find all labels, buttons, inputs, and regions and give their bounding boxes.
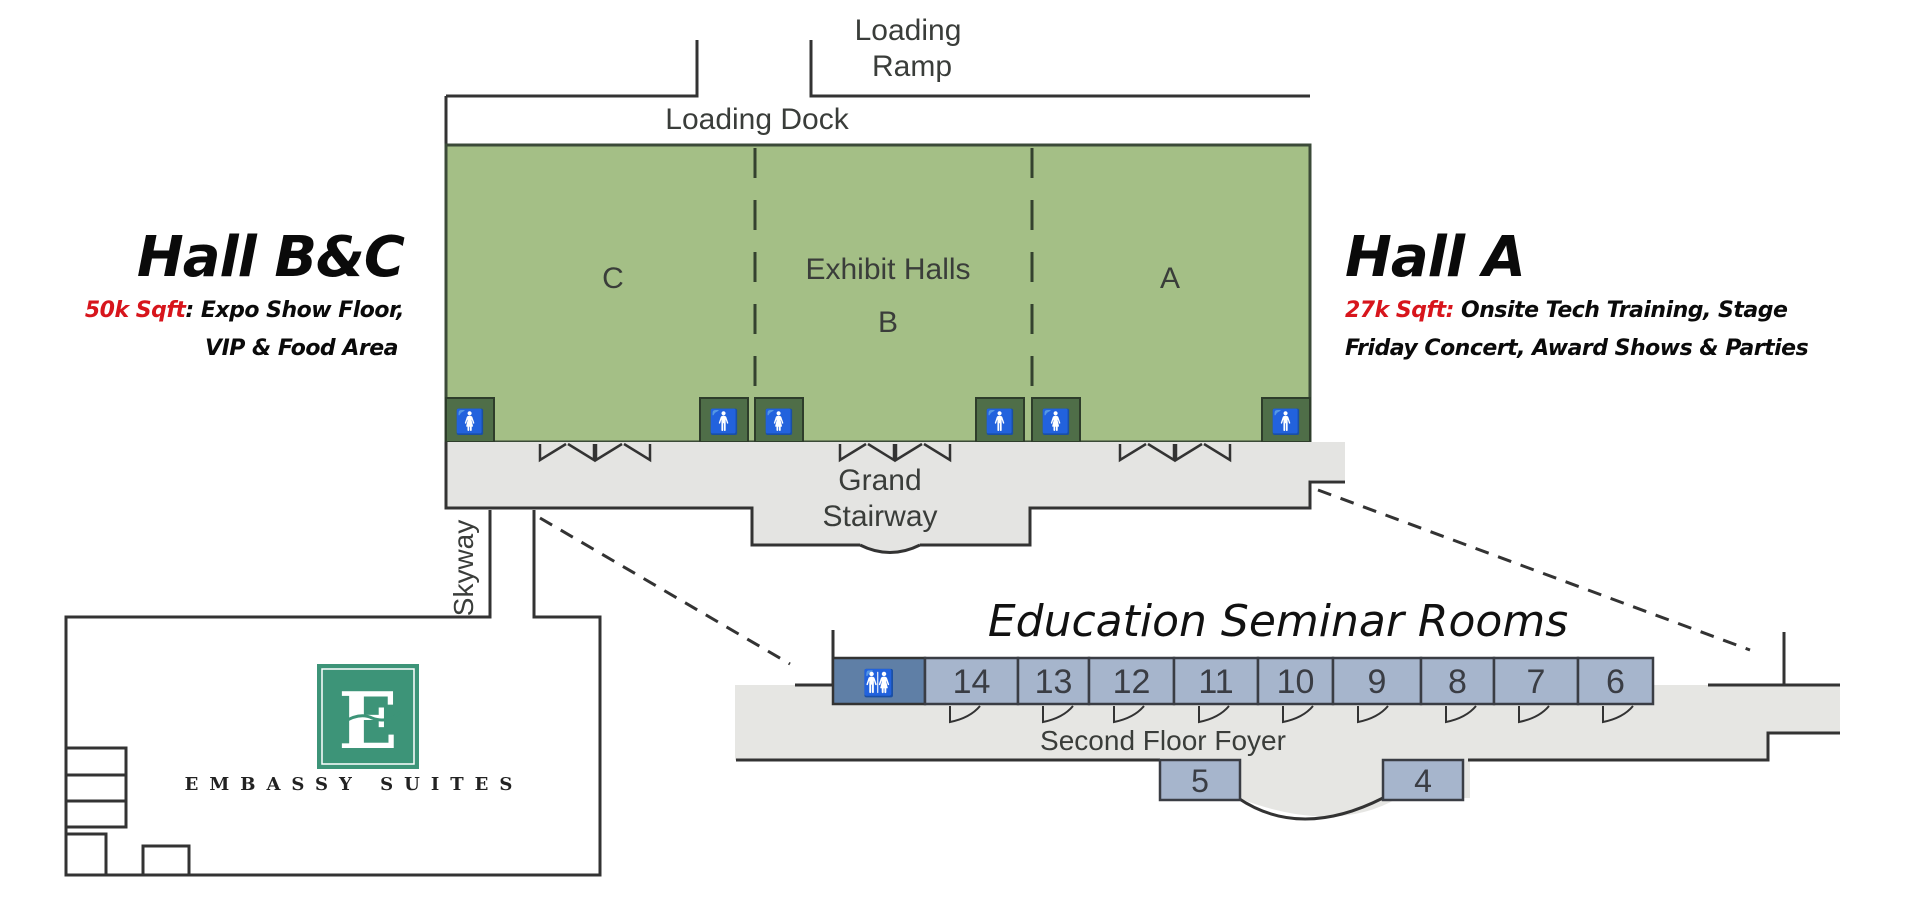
door-icon (1198, 705, 1230, 724)
corridor-walls (444, 442, 1345, 554)
door-icon (1203, 442, 1232, 463)
door-icon (867, 442, 896, 463)
door-icon (1174, 442, 1203, 463)
seminar-room-number: 9 (1368, 663, 1387, 701)
seminar-room-6[interactable]: 6 (1576, 656, 1655, 724)
loading-ramp-walls (444, 40, 1310, 145)
seminar-room-13[interactable]: 13 (1016, 656, 1091, 724)
hall-doors (538, 442, 1232, 463)
restroom-men[interactable]: 🚹 (975, 397, 1025, 443)
seminar-room-7[interactable]: 7 (1492, 656, 1580, 724)
seminar-restroom[interactable]: 🚻 (831, 656, 927, 706)
restroom-icon: 🚻 (863, 668, 895, 698)
restroom-men[interactable]: 🚹 (699, 397, 749, 443)
door-icon (1445, 705, 1477, 724)
door-icon (894, 442, 923, 463)
hall-c-label: C (602, 262, 624, 295)
seminar-room-number: 7 (1527, 663, 1546, 701)
hall-bc-size: 50k Sqft (84, 298, 186, 323)
hall-b-label: B (878, 306, 898, 339)
women-icon: 🚺 (764, 408, 794, 436)
foyer-room-4[interactable]: 4 (1381, 758, 1465, 802)
seminar-room-number: 12 (1113, 663, 1151, 701)
leaf-swoosh-icon (343, 710, 402, 724)
restroom-women[interactable]: 🚺 (1031, 397, 1081, 443)
hall-restrooms: 🚺 🚹 🚺 🚹 🚺 🚹 (445, 397, 1311, 443)
door-icon (923, 442, 952, 463)
seminar-rooms: 14 13 12 11 10 9 8 7 6 (923, 656, 1655, 724)
foyer-room-number: 4 (1414, 763, 1432, 799)
door-icon (1602, 705, 1634, 724)
door-icon (594, 442, 623, 463)
education-seminar-title: Education Seminar Rooms (988, 596, 1568, 647)
loading-dock-label: Loading Dock (665, 103, 849, 136)
exhibit-halls-label: Exhibit Halls (805, 253, 970, 286)
seminar-room-number: 6 (1606, 663, 1625, 701)
grand-stairway-label: Grand (838, 464, 921, 497)
seminar-room-8[interactable]: 8 (1419, 656, 1496, 724)
loading-ramp-label: Loading (855, 14, 962, 47)
door-icon (623, 442, 652, 463)
door-icon (1118, 442, 1147, 463)
detail-callout-lines (539, 488, 1751, 666)
restroom-men[interactable]: 🚹 (1261, 397, 1311, 443)
seminar-room-number: 11 (1198, 663, 1233, 701)
foyer-walls (736, 630, 1840, 821)
seminar-room-number: 8 (1448, 663, 1467, 701)
skyway-label: Skyway (448, 520, 479, 616)
door-icon (1147, 442, 1176, 463)
grand-stairway-corridor[interactable] (446, 442, 1345, 553)
men-icon: 🚹 (985, 408, 1015, 436)
hall-bc-desc-line1: : Expo Show Floor, (185, 298, 404, 323)
door-icon (567, 442, 596, 463)
hall-a-size: 27k Sqft: (1345, 298, 1454, 323)
hotel-name: EMBASSY SUITES (185, 774, 524, 795)
restroom-women[interactable]: 🚺 (445, 397, 495, 443)
foyer-room-number: 5 (1191, 763, 1209, 799)
seminar-room-number: 10 (1277, 663, 1315, 701)
exhibit-halls-area[interactable] (444, 143, 1312, 444)
door-icon (1357, 705, 1389, 724)
hall-a-description: 27k Sqft: Onsite Tech Training, Stage (1345, 292, 1788, 330)
seminar-room-11[interactable]: 11 (1172, 656, 1260, 724)
door-icon (1113, 705, 1145, 724)
seminar-room-12[interactable]: 12 (1087, 656, 1176, 724)
hall-bc-desc-line2: VIP & Food Area (205, 336, 398, 361)
men-icon: 🚹 (1271, 408, 1301, 436)
second-floor-foyer-label: Second Floor Foyer (1040, 725, 1286, 756)
door-icon (838, 442, 867, 463)
hall-a-desc-line1: Onsite Tech Training, Stage (1453, 298, 1788, 323)
foyer-room-5[interactable]: 5 (1158, 758, 1242, 802)
grand-stairway-label-2: Stairway (822, 500, 937, 533)
door-icon (1042, 705, 1074, 724)
loading-ramp-label-2: Ramp (872, 50, 952, 83)
hall-a-title: Hall A (1345, 225, 1526, 290)
seminar-room-10[interactable]: 10 (1256, 656, 1335, 724)
women-icon: 🚺 (455, 408, 485, 436)
hall-bc-description: 50k Sqft: Expo Show Floor, (84, 292, 405, 330)
embassy-suites-logo[interactable]: E (317, 664, 419, 769)
seminar-room-number: 13 (1035, 663, 1073, 701)
door-icon (538, 442, 567, 463)
door-icon (949, 705, 981, 724)
hall-a-desc-line2: Friday Concert, Award Shows & Parties (1345, 336, 1809, 361)
men-icon: 🚹 (709, 408, 739, 436)
second-floor-foyer[interactable] (735, 685, 1840, 817)
restroom-women[interactable]: 🚺 (754, 397, 804, 443)
women-icon: 🚺 (1041, 408, 1071, 436)
hotel-logo-letter: E (338, 676, 397, 767)
hall-dividers (753, 148, 1034, 398)
door-icon (1282, 705, 1314, 724)
hall-a-label: A (1160, 262, 1180, 295)
seminar-room-14[interactable]: 14 (923, 656, 1020, 724)
seminar-room-number: 14 (953, 663, 991, 701)
hall-bc-title: Hall B&C (136, 225, 405, 290)
skyway-walls (64, 510, 602, 877)
hotel-rooms (64, 746, 191, 877)
door-icon (1518, 705, 1550, 724)
